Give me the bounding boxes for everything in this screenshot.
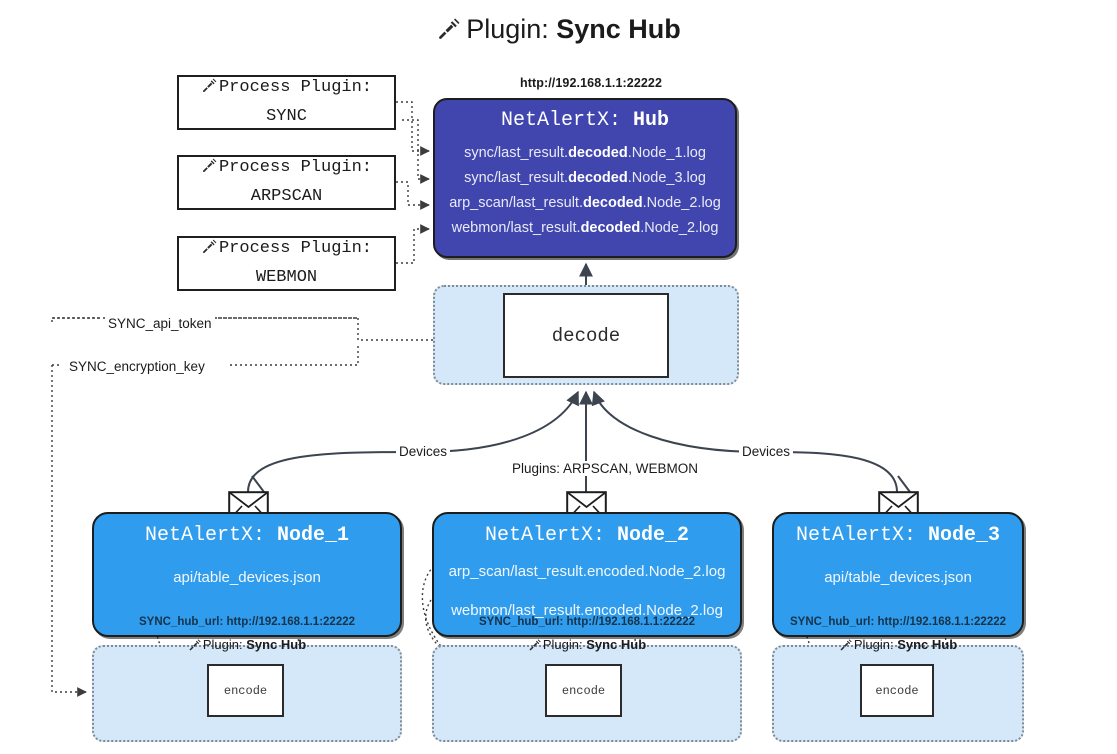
node-3[interactable]: NetAlertX: Node_3 api/table_devices.json… [772,512,1024,637]
proc-sync-line1: Process Plugin: [187,75,386,104]
proc-sync-label1: Process Plugin: [218,77,373,97]
hub-logline-2-pre: arp_scan/last_result. [449,194,583,211]
encode-box-1[interactable]: encode [207,664,284,717]
node-2-title-name: Node_2 [617,524,690,547]
hub-logline-2-em: decoded [582,194,643,211]
hub-logline-0-pre: sync/last_result. [464,145,569,161]
edge-label-api-token: SYNC_api_token [105,316,215,331]
decode-box[interactable]: decode [503,293,669,378]
edge-label-plugins-mid: Plugins: ARPSCAN, WEBMON [509,461,702,476]
node-1[interactable]: NetAlertX: Node_1 api/table_devices.json… [92,512,402,637]
node-1-title-name: Node_1 [277,524,350,547]
proc-arpscan-label1: Process Plugin: [218,157,373,177]
plugin-subgraph-3-name: Sync Hub [897,637,958,652]
proc-webmon-line1: Process Plugin: [187,236,386,265]
title-prefix: Plugin: [466,14,549,44]
hub-title-prefix: NetAlertX: [500,109,621,132]
hub-logline: webmon/last_result.decoded.Node_2.log [435,216,735,241]
plug-icon [201,238,218,265]
plugin-subgraph-3-label: Plugin: Sync Hub [774,637,1022,655]
hub-logline-1-pre: sync/last_result. [464,169,569,186]
node-2[interactable]: NetAlertX: Node_2 arp_scan/last_result.e… [432,512,742,637]
edge-label-devices-right: Devices [739,444,794,459]
proc-arpscan-line1: Process Plugin: [187,155,386,184]
node-3-footer: SYNC_hub_url: http://192.168.1.1:22222 [789,616,1007,628]
plug-icon [188,638,202,655]
proc-sync-label2: SYNC [266,107,307,126]
node-1-title: NetAlertX: Node_1 [94,524,400,547]
encode-box-3[interactable]: encode [860,664,934,717]
hub-logline-3-post: .Node_2.log [640,219,719,236]
plugin-subgraph-2-label: Plugin: Sync Hub [434,637,740,655]
node-3-title-name: Node_3 [928,524,1001,547]
hub-logline-2-post: .Node_2.log [642,194,721,211]
hub-logline-3-em: decoded [580,219,641,236]
node-2-line: arp_scan/last_result.encoded.Node_2.log [448,563,726,580]
hub-url-label: http://192.168.1.1:22222 [519,76,663,90]
encode-box-2[interactable]: encode [545,664,622,717]
hub-logline-3-pre: webmon/last_result. [451,219,581,236]
hub-title: NetAlertX: Hub [435,109,735,132]
title-name: Sync Hub [556,14,681,44]
plugin-subgraph-1-label: Plugin: Sync Hub [94,637,400,655]
node-2-line: webmon/last_result.encoded.Node_2.log [451,601,723,619]
plug-icon [528,638,542,655]
plug-icon [436,16,462,49]
plug-icon [839,638,853,655]
node-1-line: api/table_devices.json [173,569,321,586]
node-3-title-prefix: NetAlertX: [795,524,916,547]
hub-node[interactable]: NetAlertX: Hub sync/last_result.decoded.… [433,98,737,258]
node-3-title: NetAlertX: Node_3 [774,524,1022,547]
hub-logline-1-post: .Node_3.log [627,169,706,186]
hub-logline-0-post: .Node_1.log [627,145,706,161]
edge-label-devices-left: Devices [396,444,451,459]
hub-logline: sync/last_result.decoded.Node_3.log [435,166,735,191]
plugin-subgraph-1-name: Sync Hub [246,637,307,652]
hub-logline-1-em: decoded [568,169,628,186]
plug-icon [201,157,218,184]
hub-logline: sync/last_result.decoded.Node_1.log [435,141,735,166]
process-plugin-arpscan[interactable]: Process Plugin: ARPSCAN [177,155,396,210]
plugin-subgraph-2-prefix: Plugin: [542,637,583,652]
edge-label-encryption-key: SYNC_encryption_key [66,359,208,374]
hub-logline: arp_scan/last_result.decoded.Node_2.log [435,191,735,216]
node-2-title: NetAlertX: Node_2 [434,524,740,547]
node-2-title-prefix: NetAlertX: [484,524,605,547]
plugin-subgraph-3-prefix: Plugin: [853,637,894,652]
process-plugin-webmon[interactable]: Process Plugin: WEBMON [177,236,396,291]
node-3-line: api/table_devices.json [824,569,972,586]
plug-icon [201,77,218,104]
hub-logline-0-em: decoded [568,145,628,161]
hub-title-name: Hub [633,109,670,132]
node-1-footer: SYNC_hub_url: http://192.168.1.1:22222 [138,616,356,628]
process-plugin-sync[interactable]: Process Plugin: SYNC [177,75,396,130]
page-title: Plugin: Sync Hub [0,14,1117,49]
proc-webmon-label2: WEBMON [255,268,318,287]
node-2-footer: SYNC_hub_url: http://192.168.1.1:22222 [478,616,696,628]
node-1-title-prefix: NetAlertX: [144,524,265,547]
plugin-subgraph-1-prefix: Plugin: [202,637,243,652]
plugin-subgraph-2-name: Sync Hub [586,637,647,652]
proc-webmon-label1: Process Plugin: [218,238,373,258]
proc-arpscan-label2: ARPSCAN [250,187,323,206]
